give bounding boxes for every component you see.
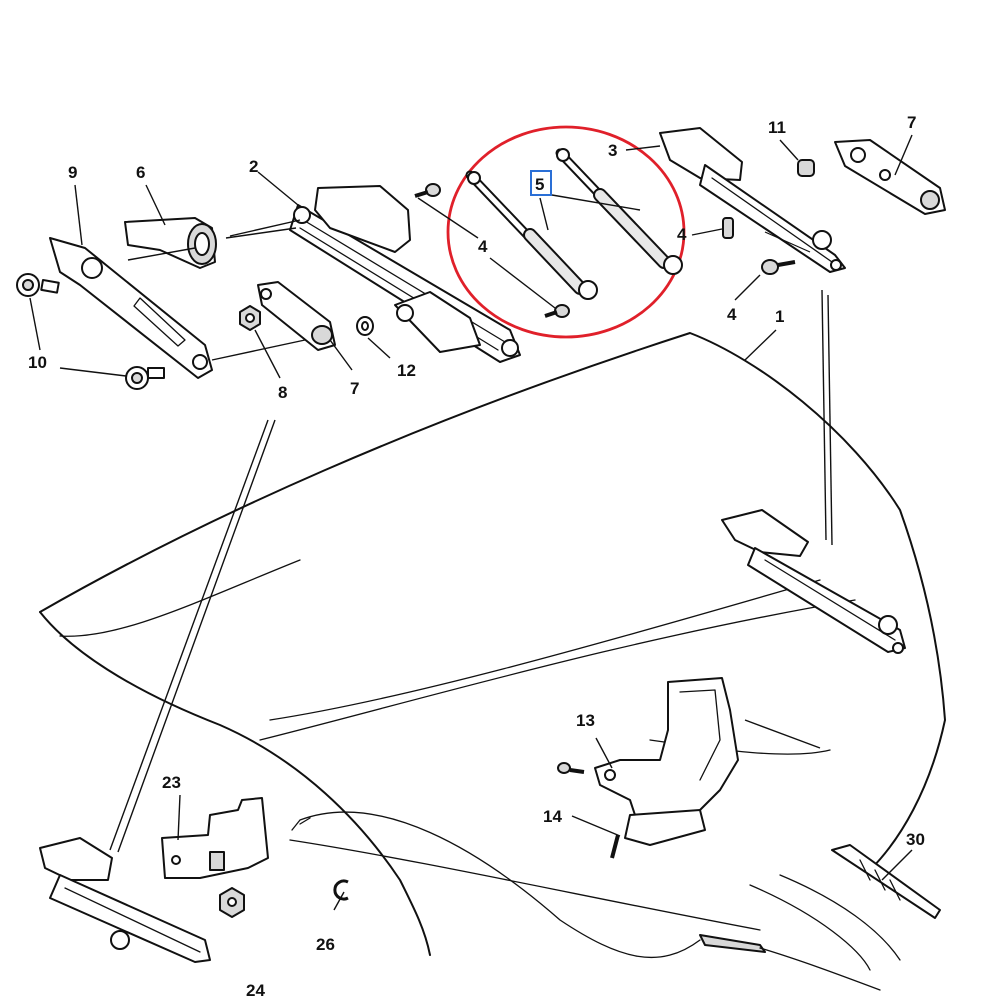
callout-5[interactable]: 5: [535, 175, 544, 194]
callout-9[interactable]: 9: [68, 163, 77, 182]
bump-stop-11[interactable]: [797, 159, 815, 177]
bracket-6[interactable]: [124, 217, 217, 269]
hinge-left-lower[interactable]: [39, 837, 211, 963]
callout-7-left[interactable]: 7: [350, 379, 359, 398]
hinge-right-lower[interactable]: [721, 509, 906, 654]
callout-2[interactable]: 2: [249, 157, 258, 176]
callout-4-top[interactable]: 4: [478, 237, 488, 256]
screw-14[interactable]: [557, 762, 620, 859]
callout-13[interactable]: 13: [576, 711, 595, 730]
callout-6[interactable]: 6: [136, 163, 145, 182]
leader-lines: [29, 134, 913, 911]
link-7-right[interactable]: [834, 139, 946, 215]
trunk-lid[interactable]: [39, 332, 946, 971]
screw-4-right-a[interactable]: [722, 217, 734, 239]
callout-3[interactable]: 3: [608, 141, 617, 160]
bolt-10-upper[interactable]: [16, 273, 60, 297]
callout-11[interactable]: 11: [768, 118, 786, 137]
callout-8[interactable]: 8: [278, 383, 287, 402]
callout-4-right[interactable]: 4: [677, 225, 687, 244]
nut-24[interactable]: [219, 887, 245, 918]
gas-strut-right[interactable]: [555, 148, 683, 275]
hinge-right[interactable]: [659, 127, 846, 273]
highlight-circle: [446, 125, 686, 339]
callout-labels: 1 2 3 4 4 4 5 6 7 7 8 9 10 11 12 13 14 2…: [28, 113, 925, 1000]
callout-7-right[interactable]: 7: [907, 113, 916, 132]
callout-1[interactable]: 1: [775, 307, 784, 326]
callout-30[interactable]: 30: [906, 830, 925, 849]
screw-4-strut[interactable]: [544, 304, 570, 318]
screw-4-top[interactable]: [414, 183, 441, 198]
release-cable[interactable]: [291, 811, 881, 991]
latch-13[interactable]: [594, 677, 739, 846]
bracket-23[interactable]: [161, 797, 269, 879]
clip-26[interactable]: [333, 879, 349, 901]
callout-12[interactable]: 12: [397, 361, 416, 380]
bolt-10-lower[interactable]: [125, 366, 165, 390]
callout-4-lower[interactable]: 4: [727, 305, 737, 324]
callout-24[interactable]: 24: [246, 981, 265, 1000]
nut-8[interactable]: [239, 305, 261, 331]
clip-30[interactable]: [831, 844, 941, 919]
hinge-left[interactable]: [289, 185, 521, 363]
gas-strut-left[interactable]: [465, 170, 598, 300]
link-7-left[interactable]: [257, 281, 336, 351]
selected-part-box: [530, 170, 552, 196]
callout-14[interactable]: 14: [543, 807, 562, 826]
screw-4-right-b[interactable]: [761, 259, 796, 275]
callout-23[interactable]: 23: [162, 773, 181, 792]
washer-12[interactable]: [356, 316, 374, 336]
callout-10[interactable]: 10: [28, 353, 47, 372]
link-9[interactable]: [49, 237, 213, 379]
callout-26[interactable]: 26: [316, 935, 335, 954]
